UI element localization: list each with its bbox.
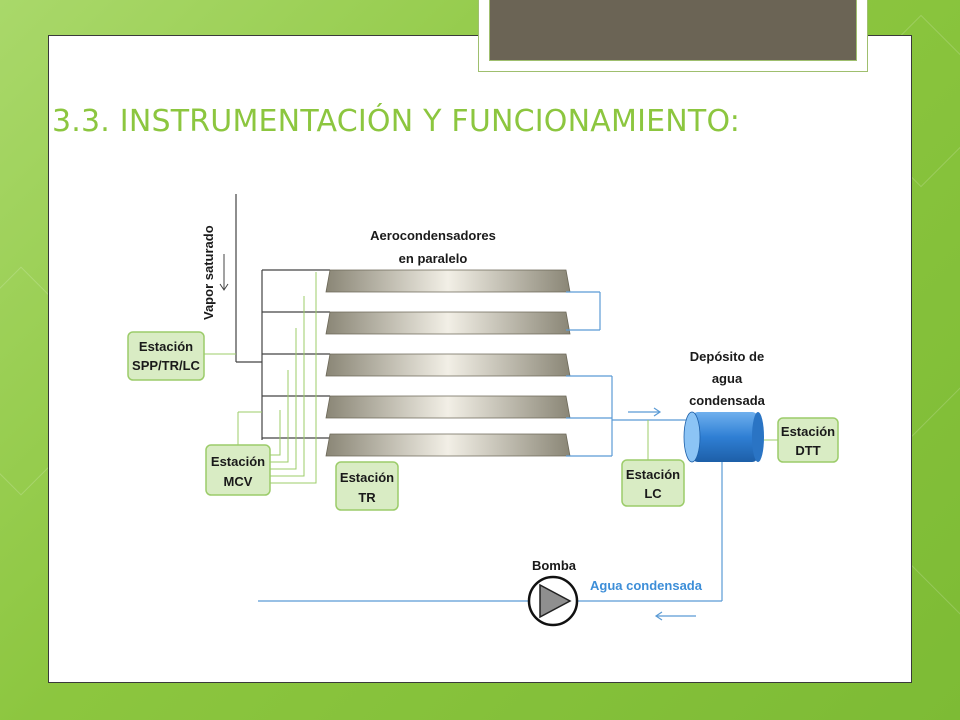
outlet-manifold [566,291,688,457]
deposit-label-line-3: condensada [689,393,766,408]
aero-title-line-1: Aerocondensadores [370,228,496,243]
aero-condenser-2 [325,311,571,335]
aero-condenser-4 [325,395,571,419]
station-lc-line-1: Estación [626,467,680,482]
station-mcv-line-1: Estación [211,454,265,469]
title-tab-inner [489,0,857,61]
station-dtt-line-1: Estación [781,424,835,439]
station-tr-line-2: TR [358,490,376,505]
station-lc-line-2: LC [644,486,662,501]
station-mcv-line-2: MCV [224,474,253,489]
station-dtt: Estación DTT [777,417,839,463]
aero-title-line-2: en paralelo [399,251,468,266]
pump-icon [527,575,579,627]
aero-condenser-3 [325,353,571,377]
station-tr: Estación TR [335,461,399,511]
vapor-label: Vapor saturado [201,225,216,320]
station-spp-line-2: SPP/TR/LC [132,358,201,373]
aero-condenser-bank [325,269,571,457]
station-dtt-line-2: DTT [795,443,820,458]
station-spp-line-1: Estación [139,339,193,354]
title-tab-decoration [478,0,868,72]
water-label: Agua condensada [590,578,703,593]
station-spp-tr-lc: Estación SPP/TR/LC [127,331,205,381]
deposit-label-line-1: Depósito de [690,349,764,364]
station-lc: Estación LC [621,459,685,507]
aero-condenser-5 [325,433,571,457]
aero-condenser-1 [325,269,571,293]
condensate-tank-icon [683,411,764,463]
page-title: 3.3. INSTRUMENTACIÓN Y FUNCIONAMIENTO: [52,104,741,139]
deposit-label-line-2: agua [712,371,743,386]
mcv-signal-lines [237,272,317,484]
vapor-inlet-line [219,194,262,363]
station-mcv: Estación MCV [205,444,271,496]
pump-label: Bomba [532,558,577,573]
return-line [258,462,723,621]
station-tr-line-1: Estación [340,470,394,485]
